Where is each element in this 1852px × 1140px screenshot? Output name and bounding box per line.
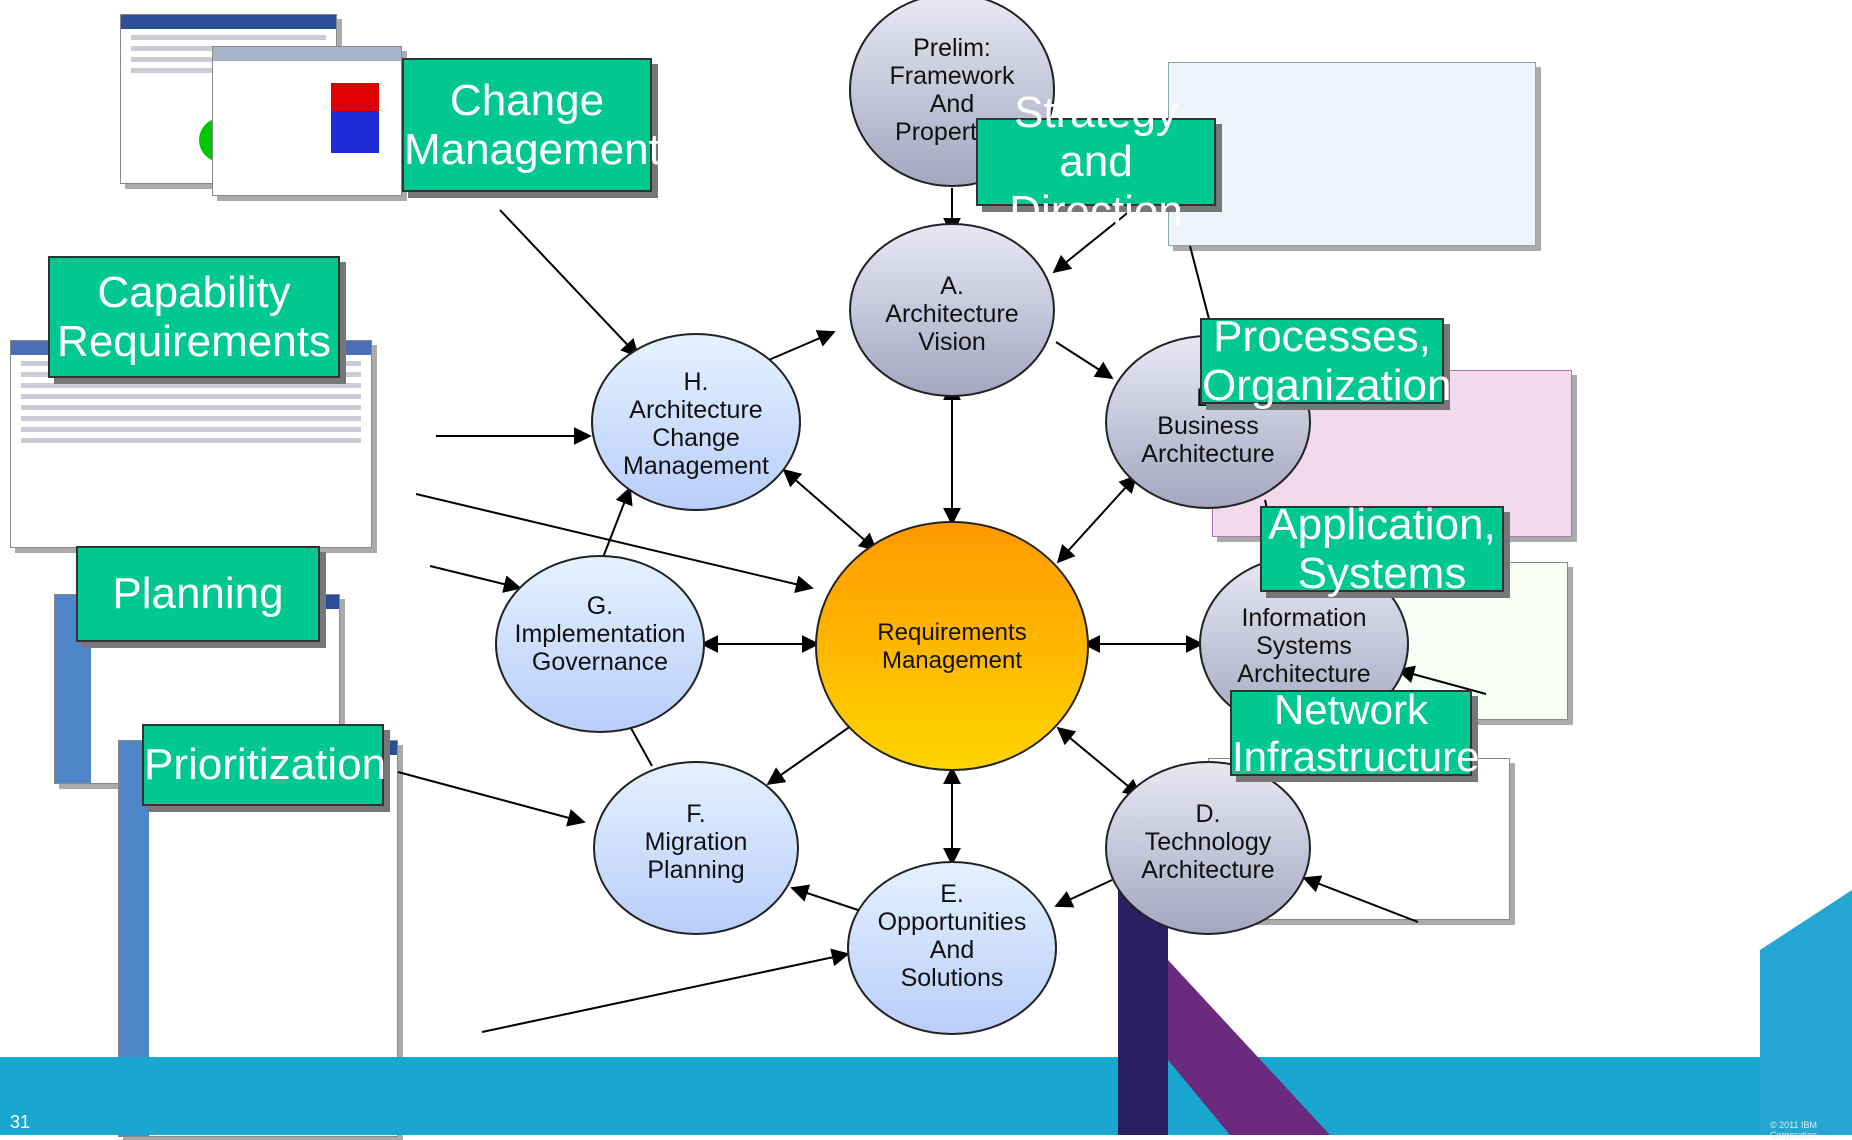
node-text-line: E.	[940, 880, 964, 908]
node-text-line: Change	[652, 424, 740, 452]
label-text-line: Requirements	[57, 317, 331, 366]
label-application-systems: Application,Systems	[1260, 500, 1504, 598]
arrow-business-requirements	[1056, 474, 1138, 564]
arrow-network-to-technology	[1302, 875, 1419, 923]
label-text-line: Prioritization	[144, 740, 387, 790]
arrow-prioritization-to-opportunities	[481, 948, 850, 1033]
label-text-line: Direction	[1009, 186, 1183, 236]
screenshot-thumbnail-strategy	[1168, 62, 1536, 246]
label-text-line: Planning	[112, 569, 284, 619]
label-processes-organization: Processes,Organization	[1200, 312, 1451, 410]
node-text-line: Architecture	[885, 300, 1018, 328]
node-text-line: Technology	[1145, 828, 1272, 856]
footer-band	[0, 1057, 1852, 1135]
node-text-line: Migration	[645, 828, 748, 856]
node-text-line: G.	[587, 592, 613, 620]
label-text-line: Change	[449, 75, 605, 125]
arrow-change-to-vision	[763, 330, 836, 363]
screenshot-thumbnail-chart	[212, 46, 402, 196]
arrow-opportunities-to-migration	[790, 884, 859, 911]
label-text-line: Capability	[97, 267, 291, 317]
arrow-vision-to-business	[1055, 341, 1114, 379]
node-text-line: F.	[686, 800, 705, 828]
node-text-line: Vision	[918, 328, 986, 356]
node-opportunities-and-solutions[interactable]	[847, 861, 1057, 1035]
node-text-line: A.	[940, 272, 964, 300]
label-text-line: Network	[1273, 685, 1429, 733]
node-technology-architecture[interactable]	[1105, 761, 1311, 935]
label-planning: Planning	[76, 546, 320, 642]
arrow-capability-to-governance	[429, 565, 522, 593]
node-migration-planning[interactable]	[593, 761, 799, 935]
node-architecture-change-management[interactable]	[591, 333, 801, 511]
footer-accent-stripe	[1168, 960, 1330, 1135]
node-text-line: Planning	[647, 856, 744, 884]
arrow-change-requirements	[782, 468, 878, 552]
node-text-line: Architecture	[1141, 440, 1274, 468]
label-text-line: Organization	[1202, 361, 1452, 410]
arrow-governance-to-change	[601, 486, 633, 561]
node-text-line: Business	[1157, 412, 1258, 440]
arrow-technology-to-opportunities	[1054, 879, 1113, 908]
footer-accent-right	[1760, 890, 1852, 1135]
label-text-line: Systems	[1297, 549, 1467, 598]
label-text-line: Infrastructure	[1232, 733, 1480, 780]
label-text-line: Application,	[1268, 499, 1496, 549]
node-text-line: Governance	[532, 648, 668, 676]
label-text-line: Management	[404, 125, 661, 174]
node-text-line: Management	[623, 452, 769, 480]
footer-accent-bar	[1118, 880, 1168, 1135]
page-number: 31	[10, 1112, 31, 1132]
node-architecture-vision[interactable]	[849, 223, 1055, 397]
label-text-line: Strategy and	[1014, 88, 1178, 187]
node-text-line: Prelim:	[913, 34, 991, 62]
label-text-line: Processes,	[1213, 311, 1431, 361]
arrow-changemgmt-to-change	[499, 209, 640, 358]
copyright-text: © 2011 IBM Corporation	[1770, 1120, 1818, 1140]
node-text-line: Information	[1241, 604, 1366, 632]
arrow-planning-to-migration	[397, 771, 586, 827]
node-requirements-management[interactable]	[815, 521, 1089, 771]
node-text-line: D.	[1196, 800, 1221, 828]
node-text-line: Implementation	[515, 620, 686, 648]
node-text-line: And	[930, 90, 974, 118]
node-text-line: Framework	[889, 62, 1015, 90]
node-text-line: Requirements	[877, 619, 1026, 646]
node-text-line: Systems	[1256, 632, 1352, 660]
label-prioritization: Prioritization	[142, 724, 387, 806]
node-text-line: Architecture	[629, 396, 762, 424]
node-text-line: And	[930, 936, 974, 964]
node-text-line: Opportunities	[878, 908, 1027, 936]
node-implementation-governance[interactable]	[495, 555, 705, 733]
arrow-capability-to-requirements	[415, 493, 814, 594]
node-text-line: Management	[882, 647, 1022, 674]
arrow-technology-requirements	[1056, 726, 1142, 798]
node-text-line: Architecture	[1237, 660, 1370, 688]
node-text-line: H.	[684, 368, 709, 396]
node-text-line: Architecture	[1141, 856, 1274, 884]
node-text-line: Solutions	[901, 964, 1004, 992]
